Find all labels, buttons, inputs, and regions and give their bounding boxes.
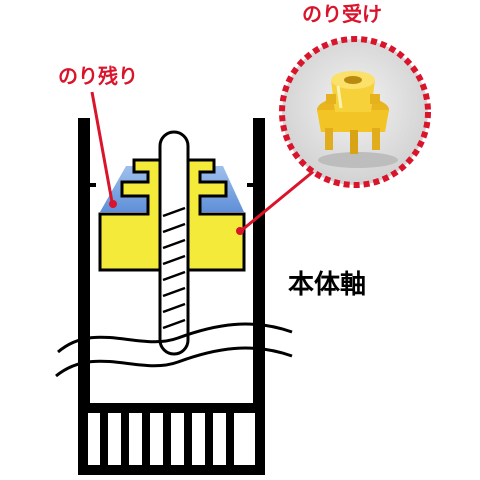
glue-residue-label: のり残り xyxy=(58,64,138,88)
body-shaft-label: 本体軸 xyxy=(288,270,367,300)
glue-receiver-photo-icon xyxy=(279,36,431,188)
plunger-rod-icon xyxy=(158,130,190,356)
glue-receiver-part xyxy=(98,158,246,272)
wave-break-icon xyxy=(55,322,293,378)
glue-receiver-callout xyxy=(236,164,321,235)
bottom-grille-icon xyxy=(78,403,265,475)
glue-receiver-label: のり受け xyxy=(302,2,382,26)
pen-housing-icon xyxy=(78,118,265,403)
glue-residue-callout xyxy=(90,91,117,208)
